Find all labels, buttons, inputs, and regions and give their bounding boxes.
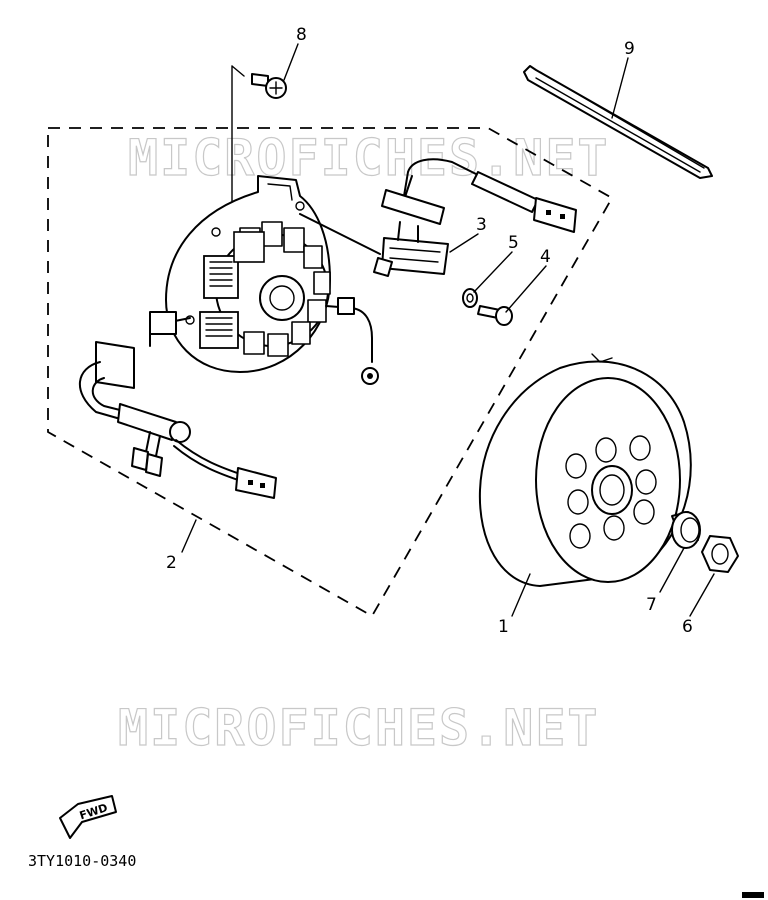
diagram-code: 3TY1010-0340	[28, 852, 136, 870]
part-4-screw	[477, 305, 513, 326]
part-3-pickup-coil	[299, 158, 577, 277]
part-5-washer	[462, 288, 478, 308]
part-9-cable-tie	[523, 65, 713, 179]
part-1-rotor	[478, 353, 692, 587]
callout-7: 7	[646, 595, 657, 615]
wire-harness	[78, 311, 277, 499]
part-7-spacer	[671, 511, 701, 549]
callout-2: 2	[166, 553, 177, 573]
callout-8: 8	[296, 25, 307, 45]
callout-1: 1	[498, 617, 509, 637]
callout-9: 9	[624, 39, 635, 59]
callout-4: 4	[540, 247, 551, 267]
callout-5: 5	[508, 233, 519, 253]
corner-mark	[742, 892, 764, 898]
callout-6: 6	[682, 617, 693, 637]
watermark-bottom: MICROFICHES.NET	[118, 699, 600, 757]
part-2-stator	[165, 175, 331, 373]
watermark-top: MICROFICHES.NET	[128, 129, 610, 187]
ground-wire	[325, 297, 379, 385]
fwd-arrow-icon	[59, 795, 117, 839]
callout-leaders	[181, 43, 715, 617]
part-6-nut	[701, 535, 739, 573]
assembly-boundary	[47, 127, 614, 618]
callout-3: 3	[476, 215, 487, 235]
part-8-screw	[251, 73, 287, 99]
